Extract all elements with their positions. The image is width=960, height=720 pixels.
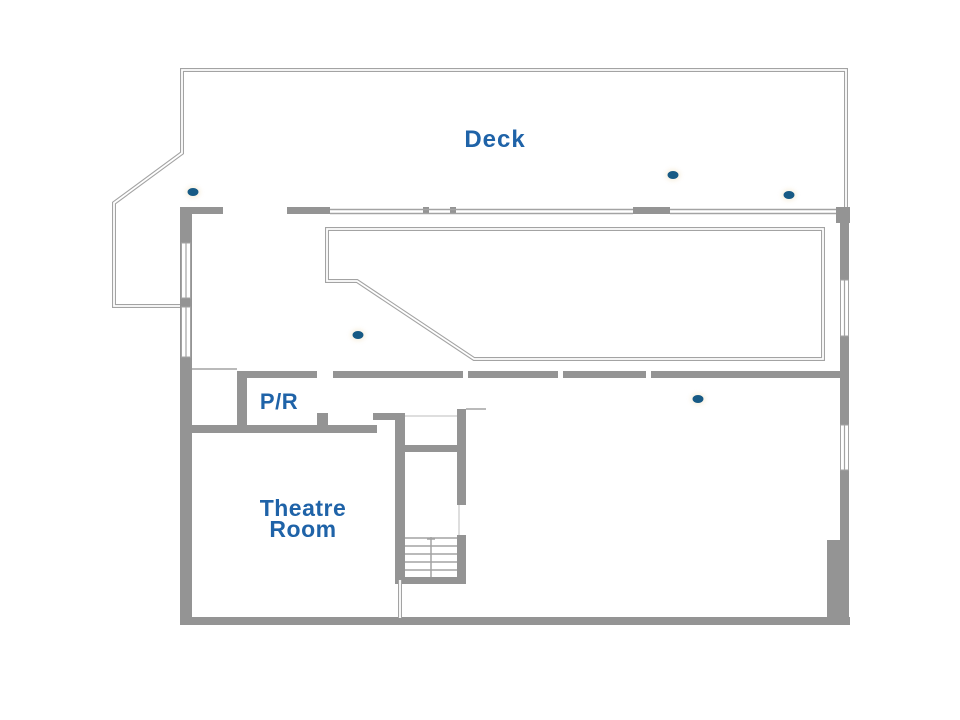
door-openings xyxy=(192,368,486,417)
open-area-railing xyxy=(325,227,825,361)
stair-center-rail xyxy=(427,537,435,577)
deck-label: Deck xyxy=(464,126,526,153)
windows xyxy=(181,242,849,471)
interior-walls xyxy=(192,371,840,433)
sliding-doors xyxy=(330,208,836,215)
ceiling-marker-dot xyxy=(692,395,704,403)
powder-room-label: P/R xyxy=(259,389,299,414)
ceiling-marker-dot xyxy=(667,171,679,179)
theatre-room-label: Theatre Room xyxy=(259,495,347,542)
ceiling-marker-dot xyxy=(352,331,364,339)
ceiling-marker-dot xyxy=(187,188,199,196)
ceiling-marker-dot xyxy=(783,191,795,199)
deck-outline xyxy=(112,68,848,308)
staircase xyxy=(395,409,466,618)
exterior-walls xyxy=(180,207,850,625)
